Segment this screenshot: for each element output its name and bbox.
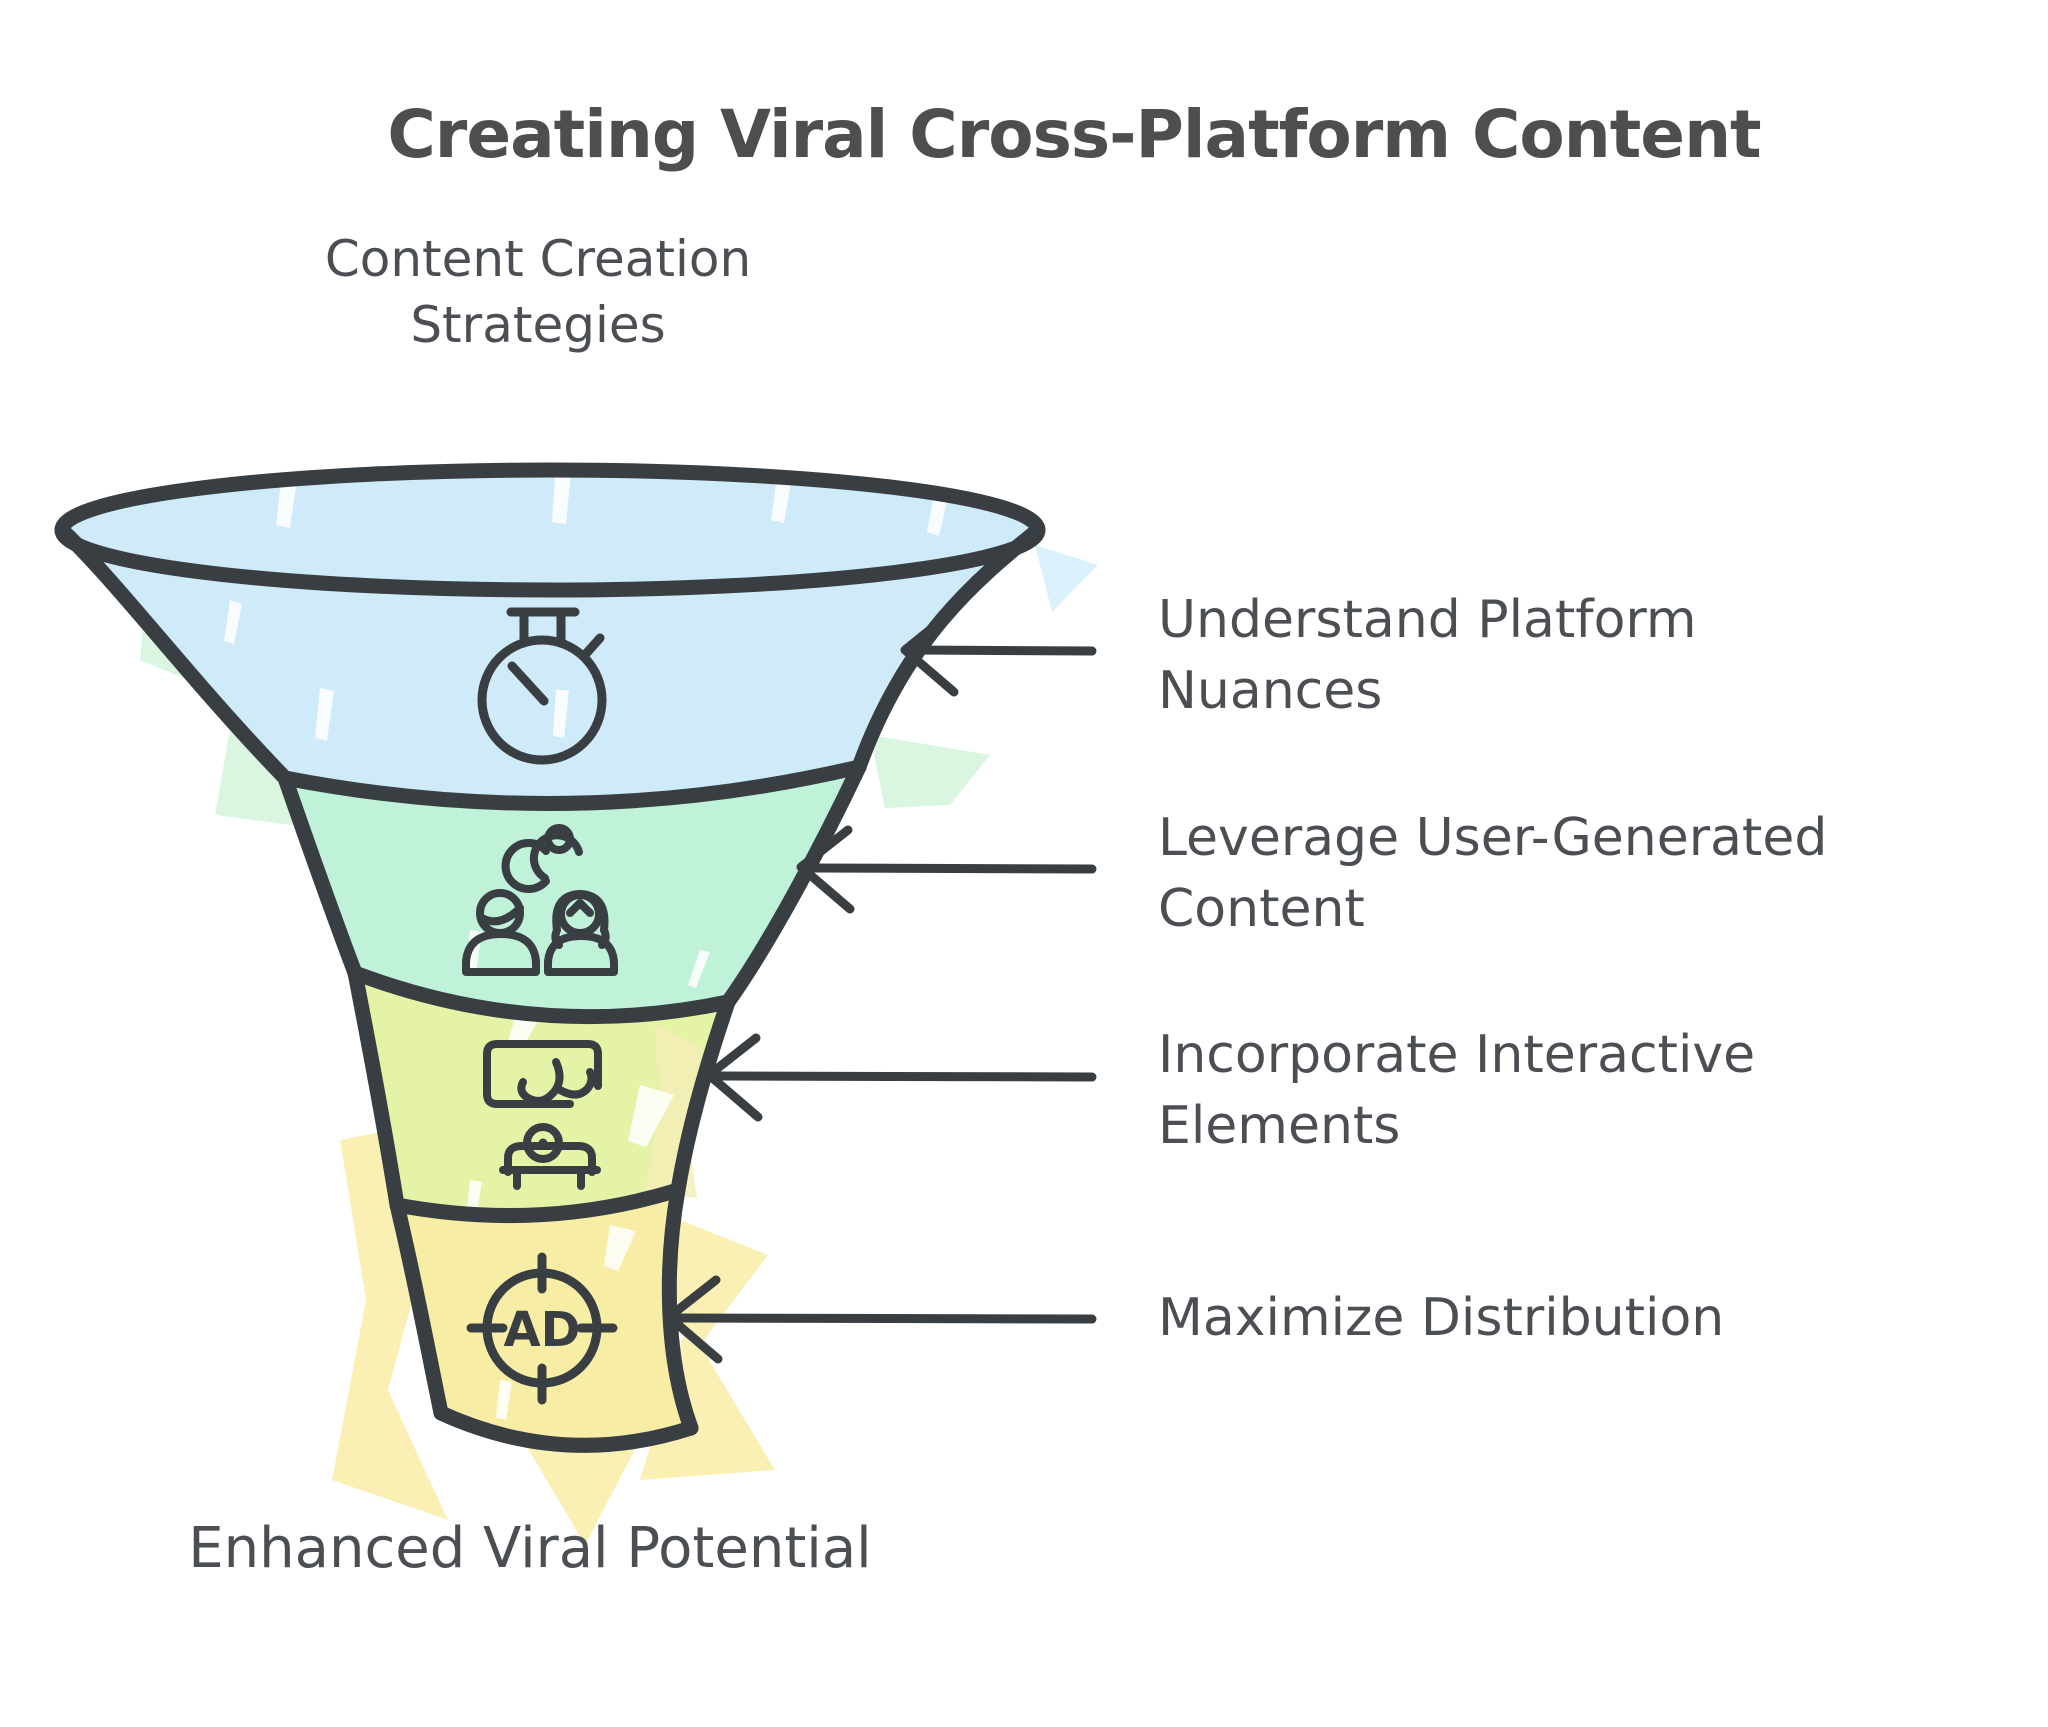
burst-blue-right bbox=[1035, 545, 1098, 612]
stopwatch-icon bbox=[477, 607, 607, 765]
arrow-stage4 bbox=[664, 1275, 1097, 1364]
stage-label-leverage-user-generated-content: Leverage User-Generated Content bbox=[1158, 803, 2018, 945]
arrow-stage1 bbox=[900, 607, 1097, 697]
stage-label-line: Content bbox=[1158, 879, 1365, 939]
stage-label-line: Understand Platform bbox=[1158, 590, 1697, 650]
stage-label-maximize-distribution: Maximize Distribution bbox=[1158, 1283, 2018, 1354]
stage-label-line: Maximize Distribution bbox=[1158, 1288, 1725, 1348]
stage-label-line: Nuances bbox=[1158, 661, 1383, 721]
stage-label-line: Incorporate Interactive bbox=[1158, 1025, 1756, 1085]
page-title: Creating Viral Cross-Platform Content bbox=[387, 96, 1761, 173]
funnel-input-label: Content Creation Strategies bbox=[208, 226, 868, 358]
burst-green-right bbox=[870, 735, 990, 808]
divider-3 bbox=[389, 1182, 686, 1224]
stage-label-line: Elements bbox=[1158, 1096, 1401, 1156]
funnel-output-label: Enhanced Viral Potential bbox=[188, 1516, 872, 1581]
arrow-stage3 bbox=[704, 1033, 1097, 1122]
arrow-stage2 bbox=[796, 825, 1097, 914]
burst-yellow-bottom bbox=[520, 1435, 640, 1545]
funnel-stage1-fill bbox=[62, 530, 1038, 804]
funnel-bottom-rim bbox=[433, 1405, 699, 1453]
stage-label-line: Leverage User-Generated bbox=[1158, 808, 1828, 868]
divider-1 bbox=[277, 759, 867, 811]
funnel-input-label-line1: Content Creation bbox=[324, 230, 752, 288]
user-generated-content-icon bbox=[462, 824, 618, 976]
funnel-stage3-fill bbox=[355, 973, 728, 1216]
funnel-input-label-line2: Strategies bbox=[410, 296, 666, 354]
ad-label: AD bbox=[504, 1302, 581, 1358]
interactive-elements-icon bbox=[483, 1040, 602, 1190]
stage-label-understand-platform-nuances: Understand Platform Nuances bbox=[1158, 585, 2018, 727]
ad-target-icon: AD bbox=[466, 1252, 618, 1405]
divider-2 bbox=[347, 965, 736, 1025]
stage-label-incorporate-interactive-elements: Incorporate Interactive Elements bbox=[1158, 1020, 2018, 1162]
